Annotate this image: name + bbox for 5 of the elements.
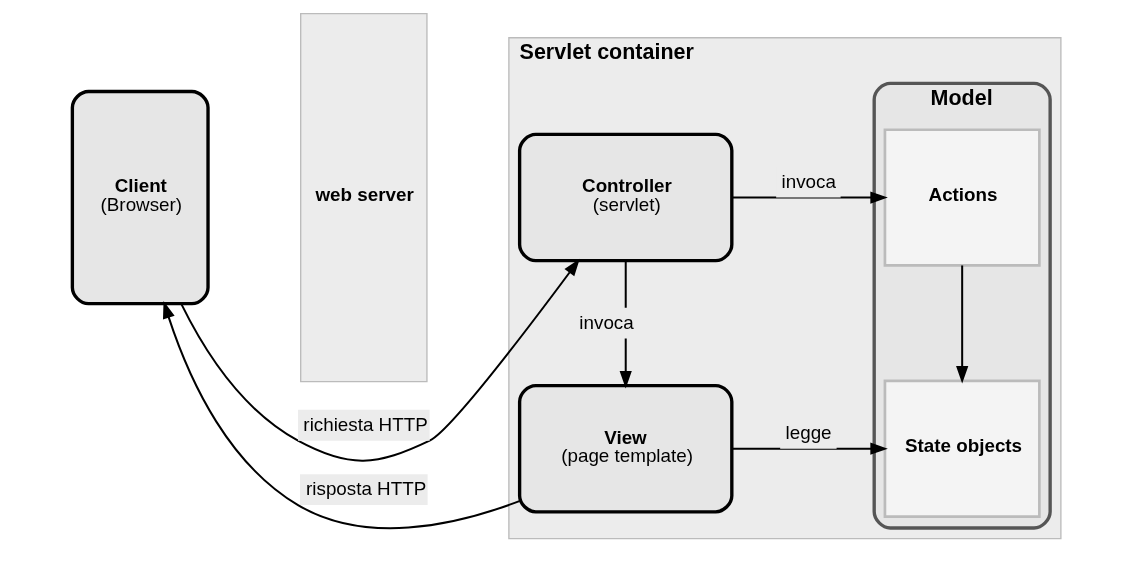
- edge-label: risposta HTTP: [306, 478, 427, 500]
- edge-label: invoca: [781, 170, 836, 192]
- edge-label: invoca: [579, 311, 634, 333]
- edge-label: richiesta HTTP: [303, 413, 428, 435]
- edge-label: legge: [785, 421, 832, 443]
